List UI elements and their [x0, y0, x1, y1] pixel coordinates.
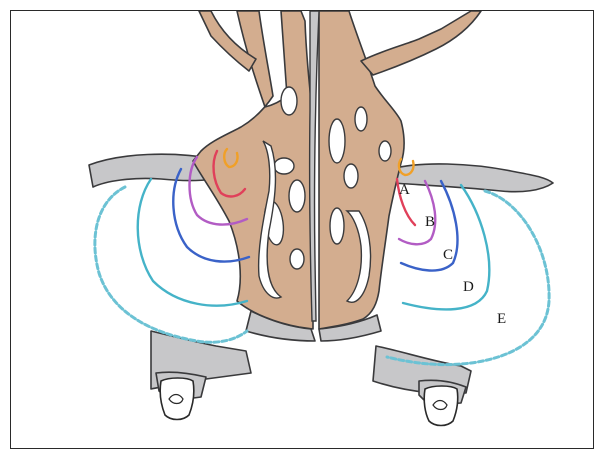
- sinus-diagram: A B C D E: [11, 11, 594, 449]
- right-contour-dashed: [387, 191, 549, 365]
- label-c: C: [443, 247, 453, 263]
- label-d: D: [463, 279, 474, 295]
- cavity-3: [289, 180, 305, 212]
- cavity-1: [281, 87, 297, 115]
- cavity-6: [329, 119, 345, 163]
- upper-right-strut: [361, 11, 481, 75]
- label-b: B: [425, 214, 435, 230]
- cavity-7: [344, 164, 358, 188]
- figure-frame: A B C D E: [10, 10, 594, 449]
- label-a: A: [399, 182, 410, 198]
- cavity-8: [355, 107, 367, 131]
- right-orbital-floor: [391, 164, 553, 192]
- nasal-septum: [310, 11, 319, 321]
- cavity-9: [330, 208, 344, 244]
- right-tooth: [424, 386, 458, 426]
- label-e: E: [497, 311, 506, 327]
- cavity-2: [274, 158, 294, 174]
- cavity-5: [290, 249, 304, 269]
- cavity-10: [379, 141, 391, 161]
- left-tooth: [160, 378, 194, 420]
